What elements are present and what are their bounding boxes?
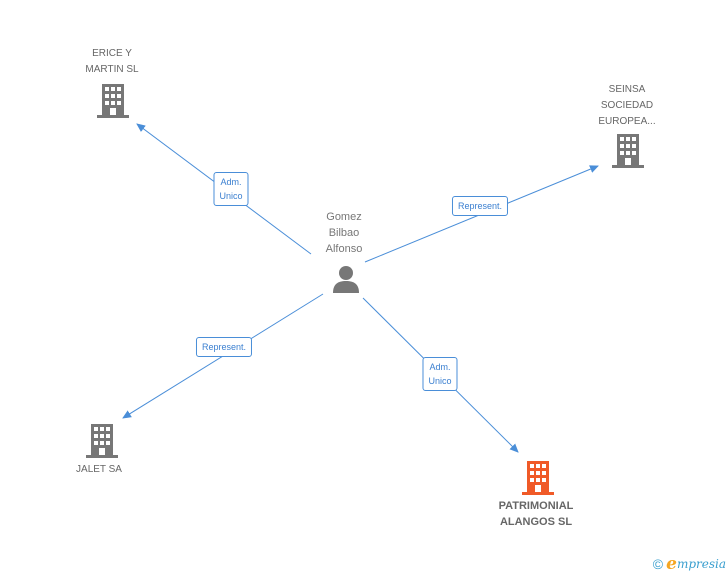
building-icon[interactable]	[522, 461, 554, 495]
brand-logo-text: mpresia	[676, 557, 726, 571]
relation-badge-patrimonial[interactable]: Adm. Unico	[422, 357, 458, 391]
relation-badge-jalet[interactable]: Represent.	[195, 337, 253, 357]
relation-label-line: Unico	[428, 376, 452, 386]
brand-footer[interactable]: © e mpresia	[652, 554, 726, 574]
company-label-erice[interactable]: ERICE Y MARTIN SL	[85, 46, 138, 78]
company-name-line: SEINSA	[608, 84, 646, 95]
company-label-patrimonial[interactable]: PATRIMONIAL ALANGOS SL	[499, 498, 574, 530]
relation-label-line: Unico	[219, 191, 243, 201]
company-name-line: PATRIMONIAL	[498, 500, 574, 512]
company-label-seinsa[interactable]: SEINSA SOCIEDAD EUROPEA...	[598, 82, 655, 130]
person-name-line: Alfonso	[325, 243, 363, 255]
relation-label-line: Represent.	[457, 201, 503, 211]
person-name-line: Bilbao	[328, 227, 360, 239]
company-name-line: ERICE Y	[92, 48, 132, 59]
relation-label-line: Adm.	[220, 177, 242, 187]
building-icon[interactable]	[86, 424, 118, 458]
person-name-line: Gomez	[326, 211, 362, 223]
company-name-line: JALET SA	[76, 464, 122, 475]
company-name-line: EUROPEA...	[598, 116, 656, 127]
relation-badge-seinsa[interactable]: Represent.	[451, 196, 509, 216]
relation-label-line: Represent.	[201, 342, 247, 352]
company-label-jalet[interactable]: JALET SA	[76, 462, 122, 478]
person-icon[interactable]	[331, 264, 361, 294]
company-name-line: ALANGOS SL	[499, 516, 573, 528]
brand-logo-initial: e	[666, 554, 677, 574]
building-icon[interactable]	[612, 134, 644, 168]
company-name-line: SOCIEDAD	[600, 100, 654, 111]
copyright-icon: ©	[652, 556, 664, 572]
person-label[interactable]: Gomez Bilbao Alfonso	[326, 209, 363, 257]
relation-badge-erice[interactable]: Adm. Unico	[213, 172, 249, 206]
company-name-line: MARTIN SL	[85, 64, 139, 75]
relation-label-line: Adm.	[429, 362, 451, 372]
building-icon[interactable]	[97, 84, 129, 118]
